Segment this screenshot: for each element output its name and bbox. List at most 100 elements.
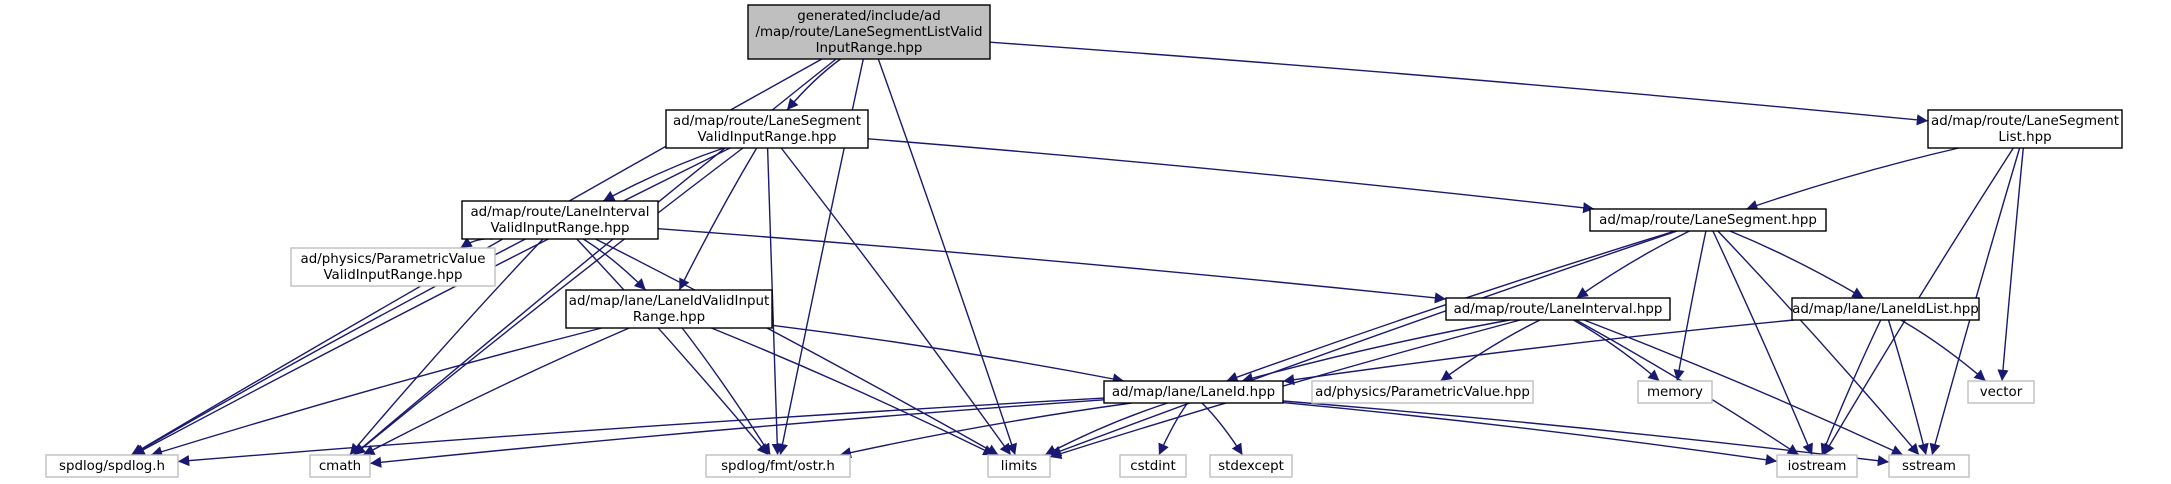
node-lsvir-box <box>665 109 869 149</box>
edge-lsvir-to-limits <box>780 147 1012 456</box>
node-livir[interactable]: ad/map/route/LaneIntervalValidInputRange… <box>461 200 659 240</box>
node-lid[interactable]: ad/map/lane/LaneId.hpp <box>1103 380 1284 404</box>
edge-livir-to-li <box>657 228 1447 304</box>
node-lidl[interactable]: ad/map/lane/LaneIdList.hpp <box>1791 297 1980 321</box>
node-pv-box <box>1311 380 1534 404</box>
node-lid-box <box>1103 380 1284 404</box>
node-lidvir-box <box>565 289 773 329</box>
node-livir-box <box>461 200 659 240</box>
node-lsl-label-line: ad/map/route/LaneSegment <box>1931 114 2119 129</box>
node-livir-label-line: ad/map/route/LaneInterval <box>470 205 649 220</box>
edge-li-to-memory <box>1573 319 1660 382</box>
node-livir-label-line: ValidInputRange.hpp <box>490 221 629 236</box>
edge-lid-to-cstdint <box>1158 402 1189 456</box>
edge-livir-to-ostr <box>576 238 769 456</box>
edge-lidvir-to-cmath <box>362 327 630 456</box>
node-iostream-label-line: iostream <box>1788 459 1847 474</box>
node-stdexcept-label-line: stdexcept <box>1218 459 1284 474</box>
node-sstream-box <box>1888 454 1970 478</box>
node-lidl-label-line: ad/map/lane/LaneIdList.hpp <box>1792 302 1979 317</box>
node-cstdint-label-line: cstdint <box>1130 459 1176 474</box>
edge-root-to-lsvir <box>786 58 842 111</box>
edge-livir-to-limits <box>595 238 999 456</box>
node-root-label-line: InputRange.hpp <box>816 41 923 56</box>
edge-ls-to-sstream <box>1717 230 1920 456</box>
node-ls-box <box>1589 208 1827 232</box>
edge-li-to-sstream <box>1583 319 1904 456</box>
edge-livir-to-pvvir <box>460 237 493 249</box>
edge-li-to-pv <box>1440 319 1541 382</box>
edge-lidvir-to-ostr <box>681 327 771 456</box>
edge-root-to-limits <box>877 58 1017 456</box>
node-memory-box <box>1637 380 1713 404</box>
node-sstream-label-line: sstream <box>1902 459 1956 474</box>
node-cstdint: cstdint <box>1119 454 1187 478</box>
edge-lsl-to-vector <box>1997 147 2024 382</box>
node-ls[interactable]: ad/map/route/LaneSegment.hpp <box>1589 208 1827 232</box>
node-ostr: spdlog/fmt/ostr.h <box>705 454 851 478</box>
edge-lid-to-iostream <box>1282 401 1778 466</box>
edge-lsvir-to-spdlog <box>133 147 731 456</box>
edge-livir-to-lidvir <box>582 238 647 291</box>
edge-lidvir-to-limits <box>711 327 995 456</box>
edge-ls-to-lidl <box>1729 230 1864 299</box>
node-lsl[interactable]: ad/map/route/LaneSegmentList.hpp <box>1927 109 2123 149</box>
node-root-label-line: generated/include/ad <box>797 9 940 24</box>
node-lidvir-label-line: Range.hpp <box>633 310 705 325</box>
node-sstream: sstream <box>1888 454 1970 478</box>
node-root[interactable]: generated/include/ad/map/route/LaneSegme… <box>747 4 991 60</box>
edge-lsvir-to-cmath <box>353 147 744 456</box>
node-cstdint-box <box>1119 454 1187 478</box>
node-cmath: cmath <box>309 454 371 478</box>
node-pv: ad/physics/ParametricValue.hpp <box>1311 380 1534 404</box>
node-limits-box <box>987 454 1051 478</box>
edge-lid-to-sstream <box>1282 400 1890 467</box>
edge-lid-to-ostr <box>839 402 1132 459</box>
edge-lidvir-to-lid <box>771 324 1125 385</box>
edge-lidl-to-sstream <box>1887 319 1929 456</box>
node-ostr-box <box>705 454 851 478</box>
node-li-box <box>1445 297 1671 321</box>
node-lsvir[interactable]: ad/map/route/LaneSegmentValidInputRange.… <box>665 109 869 149</box>
edge-lsvir-to-livir <box>602 147 725 202</box>
edge-root-to-lsl <box>989 41 1929 126</box>
edge-livir-to-cmath <box>349 238 544 456</box>
node-lidvir-label-line: ad/map/lane/LaneIdValidInput <box>569 294 769 309</box>
node-lsvir-label-line: ad/map/route/LaneSegment <box>673 114 861 129</box>
node-lidl-box <box>1791 297 1980 321</box>
node-spdlog: spdlog/spdlog.h <box>45 454 179 478</box>
node-spdlog-box <box>45 454 179 478</box>
edge-lidl-to-lid <box>1282 319 1794 386</box>
edge-ls-to-limits <box>1049 230 1678 457</box>
node-lsl-box <box>1927 109 2123 149</box>
node-root-label-line: /map/route/LaneSegmentListValid <box>756 25 983 40</box>
node-memory: memory <box>1637 380 1713 404</box>
edge-lsl-to-ls <box>1746 147 1959 211</box>
edge-lid-to-spdlog <box>177 397 1105 467</box>
node-cmath-label-line: cmath <box>319 459 361 474</box>
edge-ls-to-iostream <box>1712 230 1813 456</box>
node-vector-label-line: vector <box>1980 385 2023 400</box>
node-limits: limits <box>987 454 1051 478</box>
node-iostream-box <box>1776 454 1858 478</box>
node-lsvir-label-line: ValidInputRange.hpp <box>697 130 836 145</box>
node-pvvir-label-line: ValidInputRange.hpp <box>323 268 462 283</box>
node-li-label-line: ad/map/route/LaneInterval.hpp <box>1454 302 1663 317</box>
node-pvvir-box <box>290 247 496 287</box>
node-li[interactable]: ad/map/route/LaneInterval.hpp <box>1445 297 1671 321</box>
edge-lid-to-cmath <box>369 399 1105 468</box>
edges-layer <box>130 41 2024 468</box>
edge-lidvir-to-spdlog <box>150 327 602 458</box>
node-vector-box <box>1967 380 2035 404</box>
node-ls-label-line: ad/map/route/LaneSegment.hpp <box>1599 213 1817 228</box>
node-memory-label-line: memory <box>1647 385 1703 400</box>
node-iostream: iostream <box>1776 454 1858 478</box>
edge-lsvir-to-ls <box>867 138 1595 214</box>
node-cmath-box <box>309 454 371 478</box>
node-lid-label-line: ad/map/lane/LaneId.hpp <box>1112 385 1275 400</box>
nodes-layer: generated/include/ad/map/route/LaneSegme… <box>45 4 2123 478</box>
edge-lidl-to-vector <box>1900 319 1987 382</box>
node-stdexcept-box <box>1209 454 1293 478</box>
